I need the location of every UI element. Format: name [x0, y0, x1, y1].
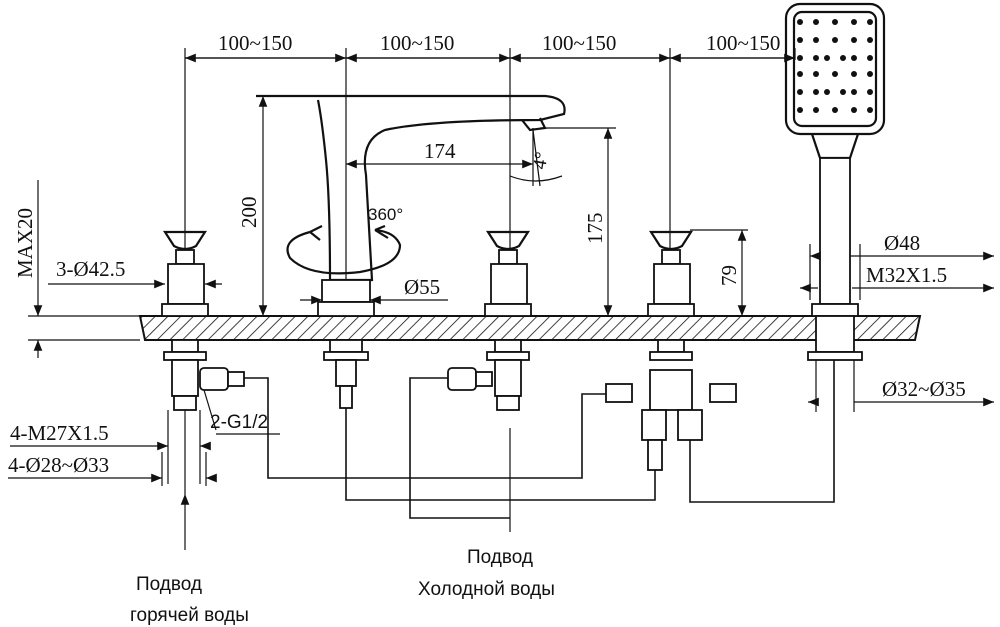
spacing-label-1: 100~150 [218, 31, 292, 55]
spacing-dimension-lines [184, 48, 796, 316]
spacing-label-3: 100~150 [542, 31, 616, 55]
mount-hole-label: 4-Ø28~Ø33 [8, 453, 109, 477]
handle-height-label: 79 [717, 265, 741, 286]
diverter-body [605, 339, 737, 471]
cold-valve-body [486, 339, 530, 411]
spout-shank [323, 339, 369, 409]
shower-nozzle-dots [797, 19, 873, 113]
rotation-label: 360° [368, 205, 403, 224]
spout [256, 94, 566, 317]
outlet-height-label: 175 [583, 213, 607, 245]
connection-label: 2-G1/2 [210, 412, 268, 433]
spout-base-diameter-label: Ø55 [404, 275, 440, 299]
handle-cold [484, 230, 532, 317]
spacing-label-4: 100~150 [706, 31, 780, 55]
holder-nut [807, 315, 863, 361]
holder-hole-label: Ø32~Ø35 [882, 377, 966, 401]
spout-height-label: 200 [237, 197, 261, 229]
holder-diameter-label: Ø48 [884, 231, 920, 255]
supply-lines [244, 360, 835, 532]
hot-label-line1: Подвод [136, 574, 202, 595]
hot-label-line2: горячей воды [130, 605, 249, 626]
holder-thread-label: M32X1.5 [866, 263, 947, 287]
handle-diverter [647, 230, 695, 317]
hand-shower [784, 2, 886, 317]
cold-label-line1: Подвод [467, 547, 533, 568]
spout-reach-label: 174 [424, 139, 456, 163]
handle-diameter-label: 3-Ø42.5 [56, 257, 125, 281]
handle-hot [161, 230, 209, 317]
max-thickness-label: MAX20 [13, 208, 37, 278]
mount-thread-label: 4-M27X1.5 [10, 421, 109, 445]
hot-valve-body [163, 339, 207, 411]
cold-label-line2: Холодной воды [418, 579, 555, 600]
countertop [138, 315, 922, 341]
spacing-label-2: 100~150 [380, 31, 454, 55]
hose-fittings [199, 367, 493, 391]
tilt-angle-label: 4° [529, 150, 553, 170]
